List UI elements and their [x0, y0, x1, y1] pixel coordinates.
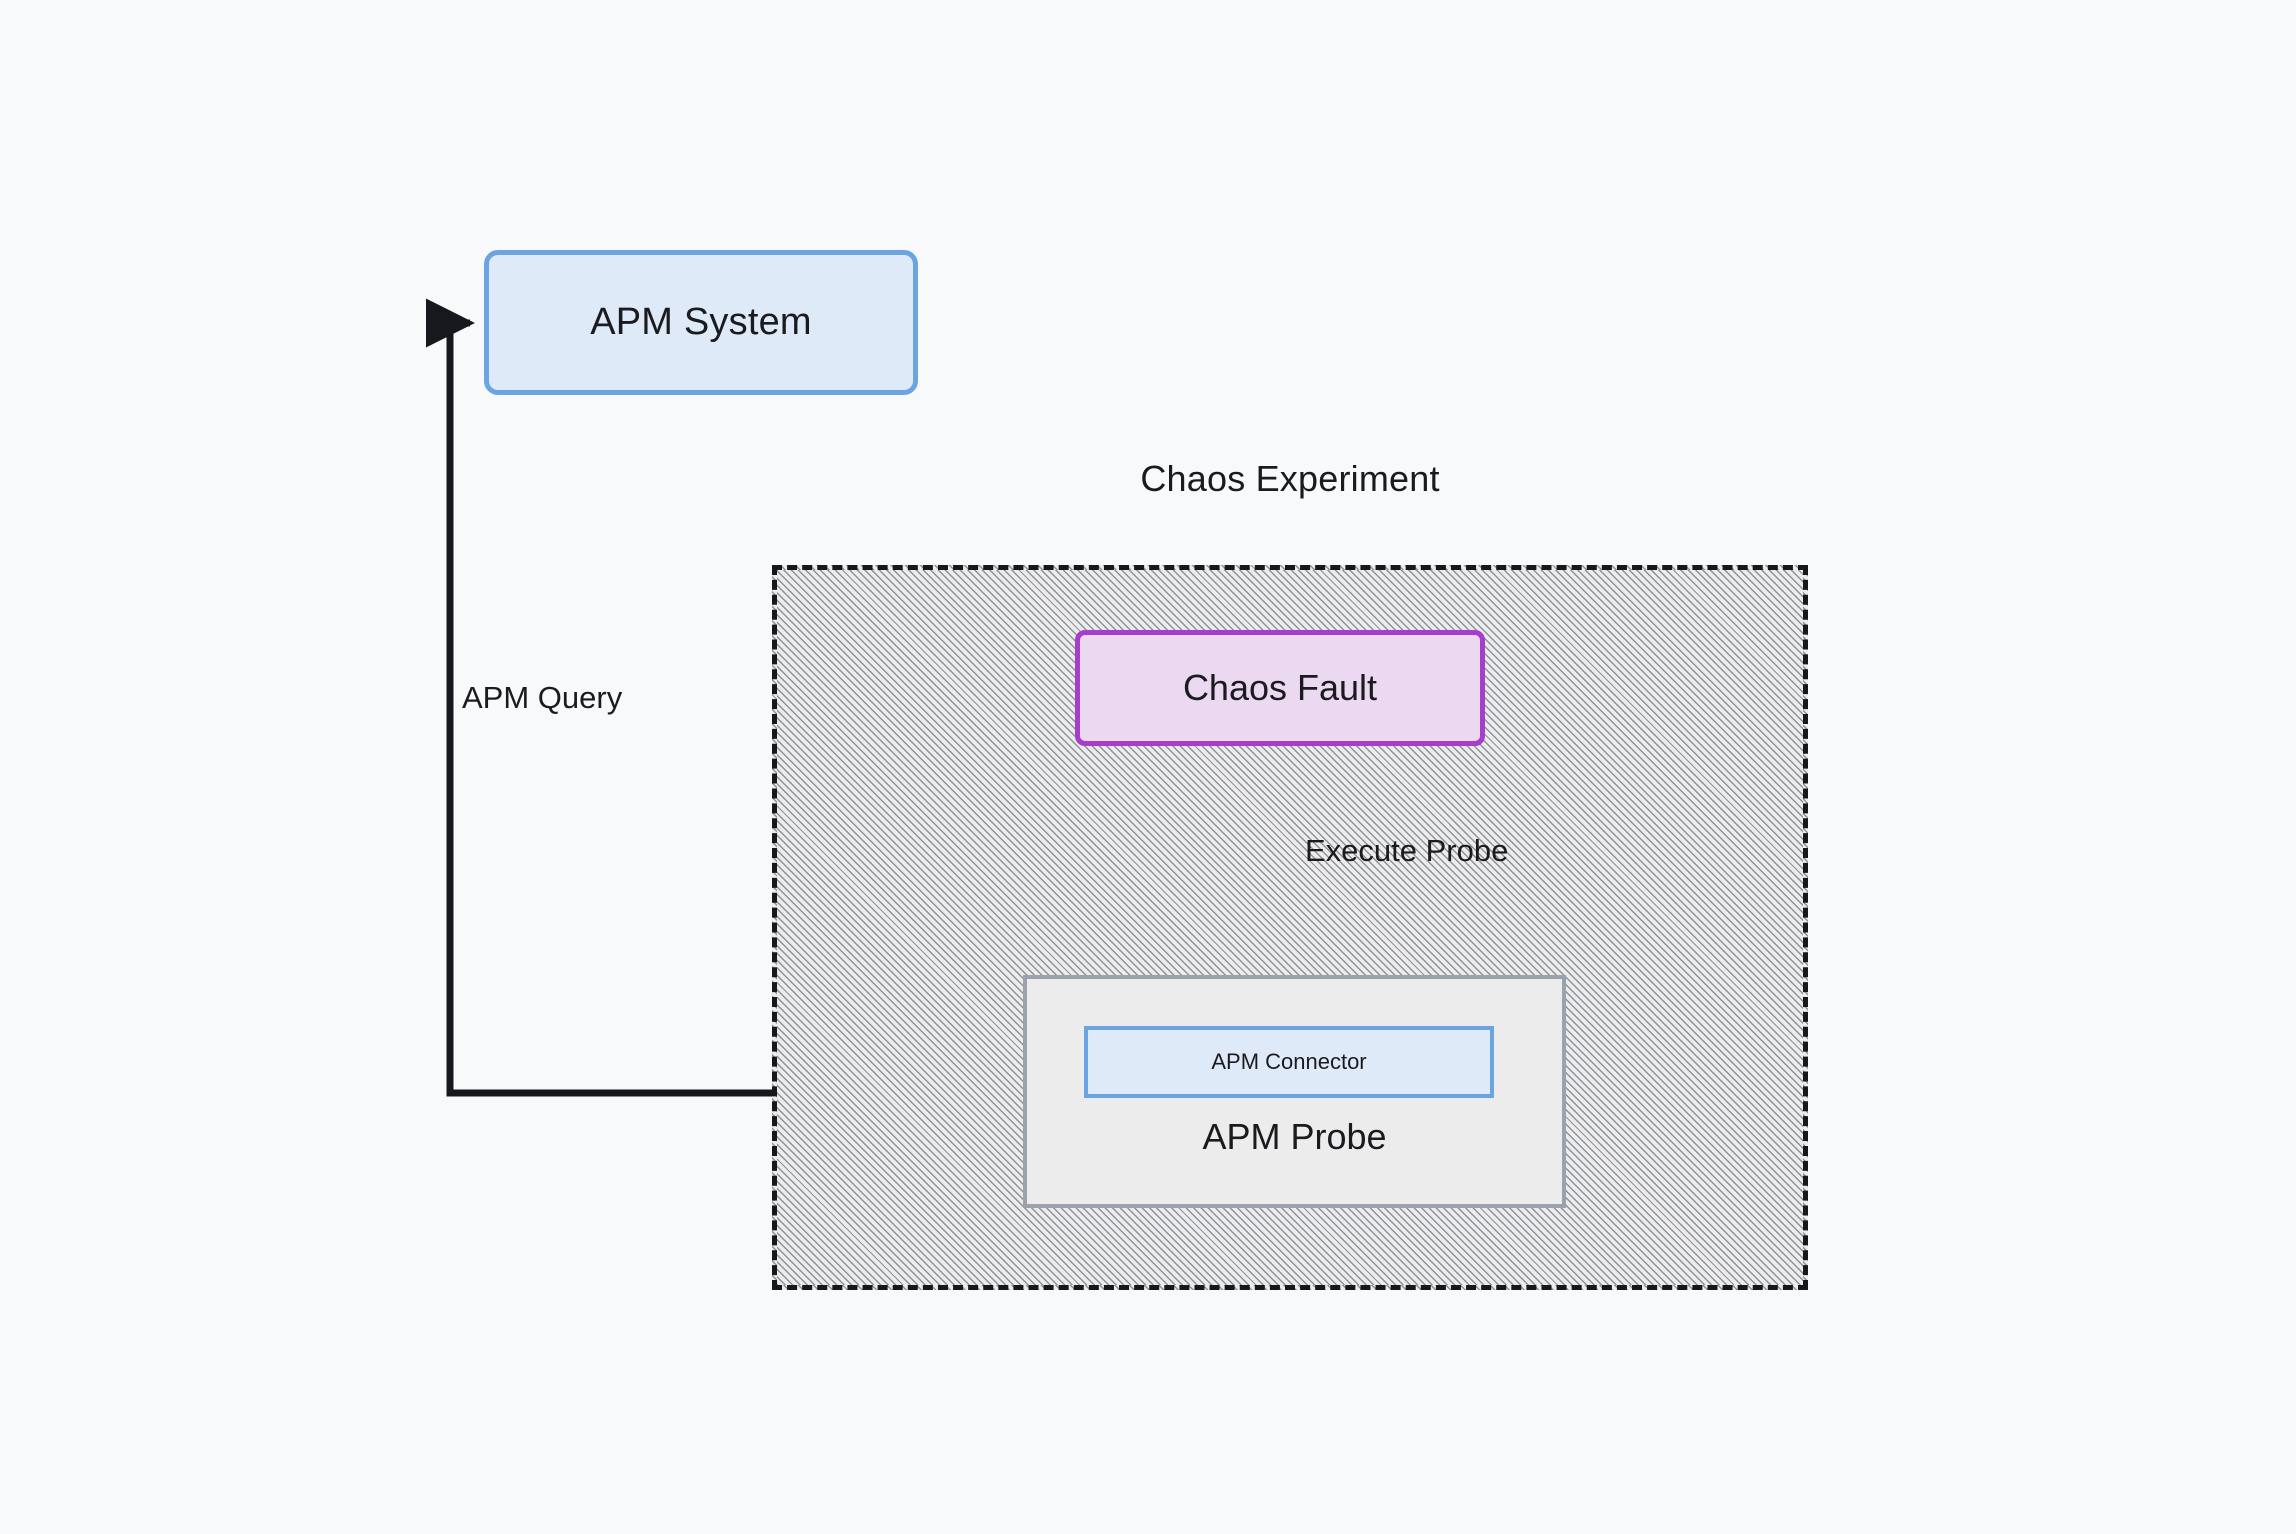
node-apm-probe-label: APM Probe [1202, 1116, 1387, 1157]
node-apm-connector[interactable]: APM Connector [1084, 1026, 1494, 1098]
chaos-experiment-title: Chaos Experiment [1140, 458, 1440, 499]
edge-label-apm-query: APM Query [462, 680, 623, 715]
node-chaos-fault[interactable]: Chaos Fault [1075, 630, 1485, 746]
node-chaos-fault-label: Chaos Fault [1182, 667, 1378, 708]
node-apm-system[interactable]: APM System [484, 250, 918, 395]
node-apm-system-label: APM System [590, 301, 812, 343]
edge-label-execute-probe: Execute Probe [1305, 833, 1509, 868]
node-apm-probe[interactable]: APM Connector APM Probe [1023, 975, 1566, 1208]
node-apm-connector-label: APM Connector [1211, 1049, 1367, 1074]
